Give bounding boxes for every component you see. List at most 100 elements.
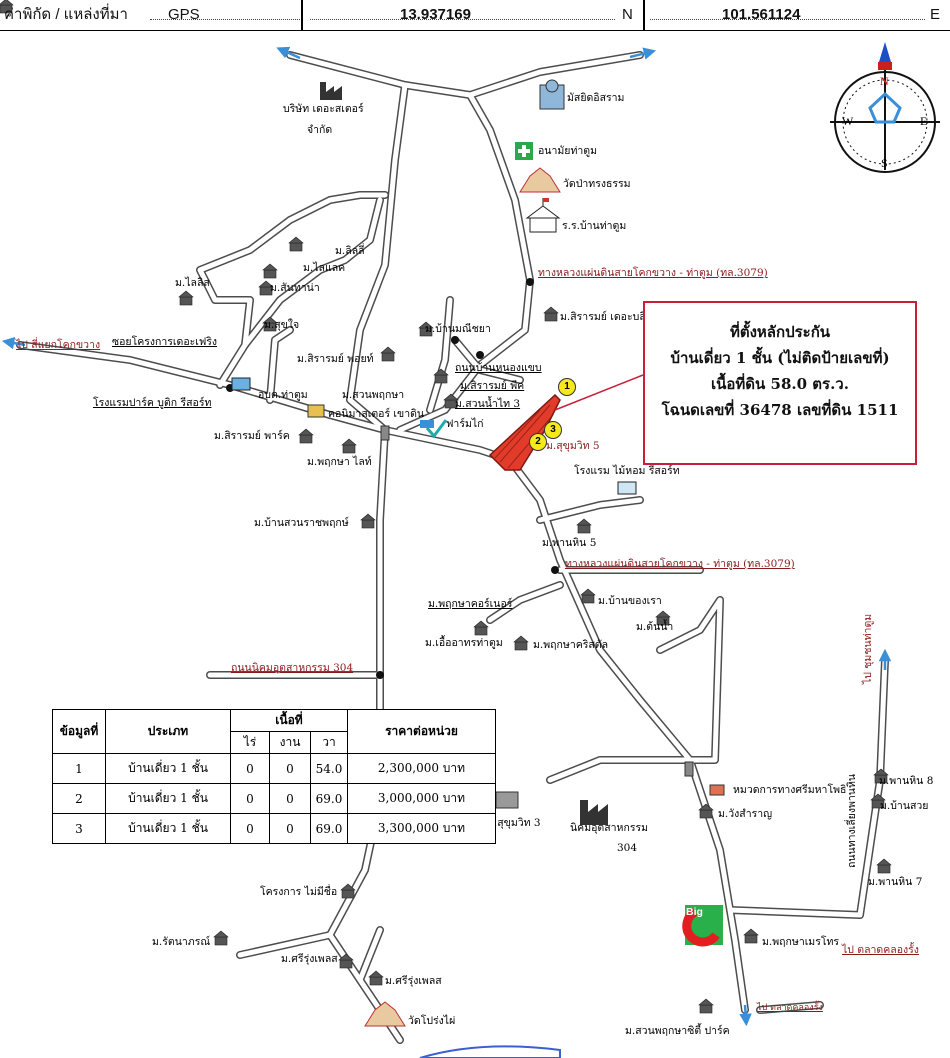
label-m-wangsamran: ม.วังสำราญ [718,808,773,820]
compass-w: W [842,114,854,128]
latitude-value: 13.937169 [400,6,471,23]
bigc-logo [682,905,723,947]
label-m-lily: ม.ลิลลี่ [335,245,365,257]
cell-ngan: 0 [269,783,311,814]
comparable-marker-3: 3 [544,421,562,439]
label-road3079-a: ทางหลวงแผ่นดินสายโคกขวาง - ท่าตูม (ทล.30… [538,267,768,279]
label-m-sukjai: ม.สุขใจ [264,319,300,331]
label-m-ton-nam: ม.ต้นน้ำ [636,621,674,633]
label-company: บริษัท เดอะสเตอร์ [283,103,364,115]
label-road304: ถนนนิคมอุตสาหกรรม 304 [231,662,354,674]
label-m-sukhumvit5: ม.สุขุมวิท 5 [546,440,600,452]
label-company2: จำกัด [307,124,333,136]
dotted-line [150,19,300,20]
label-m-bansuay: ม.บ้านสวย [880,800,929,812]
th-ngan: งาน [269,731,311,754]
label-m-pruksa-hmr: ม.พฤกษาเมรโทร [762,936,840,948]
label-engineer: หมวดการทางศรีมหาโพธิ [733,784,847,796]
label-hotel-park: โรงแรมปาร์ค บูติก รีสอร์ท [93,397,212,409]
label-road3079-b: ทางหลวงแผ่นดินสายโคกขวาง - ท่าตูม (ทล.30… [565,558,795,570]
label-obt: อบต.ท่าตูม [258,389,308,401]
label-hotel-maihom: โรงแรม ไม้หอม รีสอร์ท [574,465,680,477]
cell-no: 3 [52,813,106,844]
th-no: ข้อมูลที่ [52,709,106,754]
table-row: 1 บ้านเดี่ยว 1 ชั้น 0 0 54.0 2,300,000 บ… [52,753,496,784]
dotted-line [650,19,925,20]
comparable-marker-2: 2 [529,433,547,451]
label-m-suanpruksa-city: ม.สวนพฤกษาซิตี้ ปาร์ค [625,1025,730,1037]
label-industrial-no: 304 [617,842,638,854]
th-price: ราคาต่อหน่วย [347,709,496,754]
road-network [16,51,889,1044]
cell-wa: 69.0 [310,813,348,844]
label-clinic: อนามัยท่าตูม [538,145,598,157]
table-row: 3 บ้านเดี่ยว 1 ชั้น 0 0 69.0 3,300,000 บ… [52,813,496,844]
longitude-value: 101.561124 [722,6,801,23]
label-m-pruksa-crystal: ม.พฤกษาคริสตัล [533,639,609,651]
coord-label: ค่าพิกัด / แหล่งที่มา [4,6,128,23]
compass-n: N [880,74,889,88]
label-m-rattana: ม.รัตนาภรณ์ [152,936,211,948]
label-m-srirung2: ม.ศรีรุ่งเพลส [385,975,442,987]
th-rai: ไร่ [230,731,270,754]
clinic-icon [515,142,533,160]
label-m-lailas: ม.ไลลิส [175,277,210,289]
comparable-marker-1: 1 [558,378,576,396]
label-m-panhin5: ม.พานหิน 5 [542,537,597,549]
water-body [419,1045,561,1058]
cell-no: 1 [52,753,106,784]
temple-icon [364,167,561,1027]
callout-line [554,374,644,411]
label-to-market-2: ไป ตลาดคลองรั้ง [757,1003,823,1013]
label-m-bansuanrat: ม.บ้านสวนราชพฤกษ์ [254,517,349,529]
label-big-c: Big [686,906,703,918]
label-m-banmanichaya: ม.บ้านมณีชยา [425,323,491,335]
cell-ngan: 0 [269,813,311,844]
factory-icon [320,82,608,825]
label-temple2: วัดโปร่งไผ่ [408,1015,456,1027]
cell-price: 3,000,000 บาท [347,783,496,814]
dotted-line [310,19,615,20]
th-wa: วา [310,731,348,754]
compass-e: E [920,114,928,128]
label-to-kokkwang: ไป สี่แยกโคกขวาง [16,339,101,351]
cell-price: 2,300,000 บาท [347,753,496,784]
lon-dir: E [930,6,941,23]
th-area: เนื้อที่ [230,709,348,732]
collateral-info-box: ที่ตั้งหลักประกัน บ้านเดี่ยว 1 ชั้น (ไม่… [643,301,917,465]
hotel-icon [231,377,637,495]
cell-wa: 54.0 [310,753,348,784]
info-property: บ้านเดี่ยว 1 ชั้น (ไม่ติดป้ายเลขที่) [670,349,890,367]
lat-dir: N [622,6,633,23]
compass-rose [830,42,940,173]
label-industrial: นิคมอุตสาหกรรม [570,822,649,834]
label-road-side-v: ถนนทางเลี่ยงพานหิน [846,773,858,868]
header-divider [643,0,645,30]
label-m-pruksa-like: ม.พฤกษา ไลท์ [307,456,372,468]
label-m-panhin8: ม.พานหิน 8 [879,775,934,787]
label-m-uea-athon: ม.เอื้ออาทรท่าตูม [425,637,503,649]
cell-type: บ้านเดี่ยว 1 ชั้น [105,783,231,814]
label-temple1: วัดป่าทรงธรรม [563,178,631,190]
direction-arrows [1,46,892,1027]
label-chicken-farm: ฟาร์มไก่ [446,418,484,430]
label-soi-project: ซอยโครงการเดอะเฟริง [112,336,218,348]
cell-rai: 0 [230,783,270,814]
label-mastermaster: คอนิมาสเตอร์ เขาดิน [328,408,425,420]
compass-s: S [881,156,888,170]
cell-no: 2 [52,783,106,814]
comparables-table: ข้อมูลที่ ประเภท เนื้อที่ ราคาต่อหน่วย ไ… [52,709,496,844]
coord-source: GPS [168,6,200,23]
label-m-bankhongrao: ม.บ้านของเรา [598,595,662,607]
label-m-sirarom-park: ม.สิรารมย์ พาร์ค [214,430,290,442]
cell-rai: 0 [230,753,270,784]
cell-type: บ้านเดี่ยว 1 ชั้น [105,753,231,784]
table-row: 2 บ้านเดี่ยว 1 ชั้น 0 0 69.0 3,000,000 บ… [52,783,496,814]
cell-price: 3,300,000 บาท [347,813,496,844]
label-m-santana: ม.สันทาน่า [270,282,320,294]
label-m-suanpruksa: ม.สวนพฤกษา [342,389,405,401]
info-area: เนื้อที่ดิน 58.0 ตร.ว. [711,375,849,393]
label-to-market-1: ไป ตลาดคลองรั้ง [842,944,919,956]
info-deed: โฉนดเลขที่ 36478 เลขที่ดิน 1511 [661,401,899,419]
